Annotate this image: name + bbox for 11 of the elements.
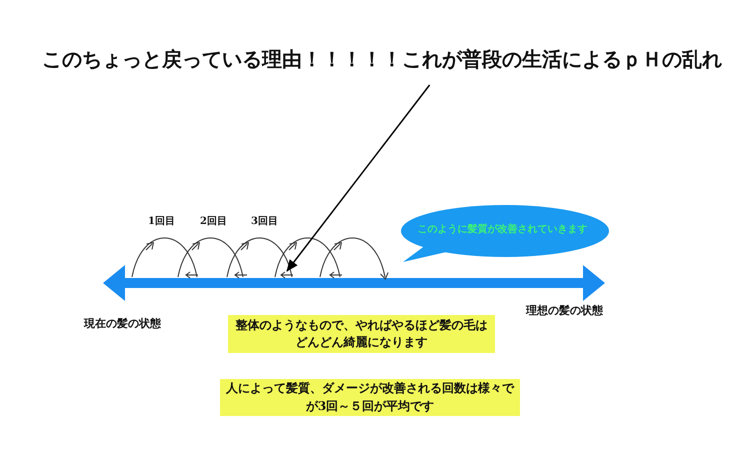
note-box: 人によって髪質、ダメージが改善される回数は様々でが3回～５回が平均です (220, 379, 520, 416)
back-arrow-icon (280, 271, 294, 279)
step-label: 1回目 (148, 215, 175, 228)
callout-text: このちょっと戻っている理由！！！！！これが普段の生活によるｐＨの乱れ (16, 33, 748, 85)
axis-end-label: 理想の髪の状態 (526, 304, 603, 318)
bubble-text: このように髪質が改善されていきます (416, 223, 588, 237)
note-box: 整体のようなもので、やればやるほど髪の毛はどんどん綺麗になります (228, 315, 495, 353)
leader-arrow (286, 84, 430, 272)
step-label: 3回目 (251, 215, 278, 228)
axis-end-label: 現在の髪の状態 (84, 317, 161, 332)
step-label: 2回目 (200, 215, 227, 228)
